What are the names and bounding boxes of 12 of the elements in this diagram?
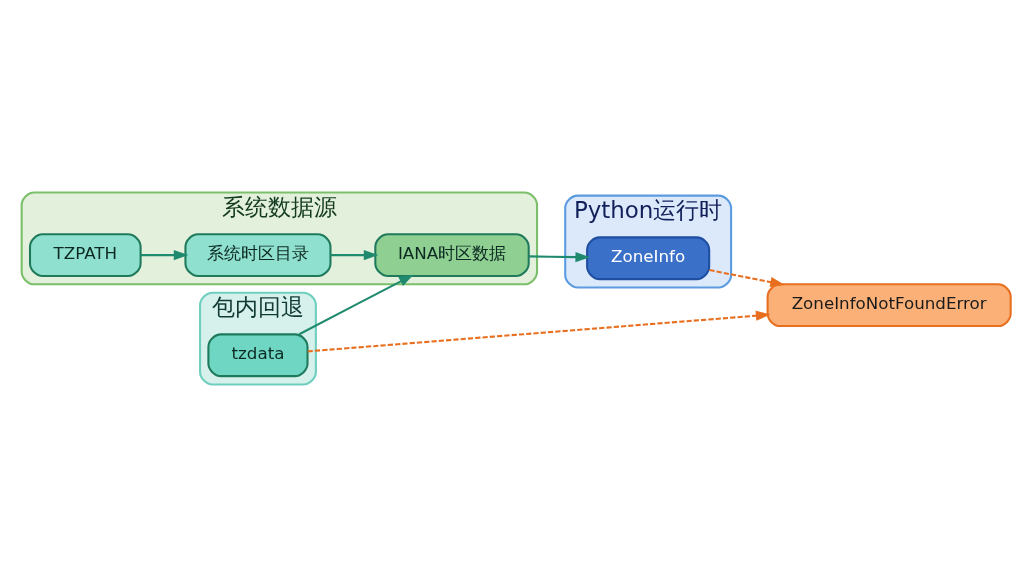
node-box: 系统时区目录 — [184, 232, 332, 277]
arrow — [307, 310, 771, 352]
node-box: IANA时区数据 — [374, 232, 530, 277]
node-box: ZoneInfoNotFoundError — [766, 282, 1012, 327]
arrow — [330, 249, 379, 260]
node-box: TZPATH — [28, 232, 142, 277]
arrow — [709, 268, 785, 287]
node-box: tzdata — [207, 332, 309, 377]
arrow — [528, 251, 591, 262]
arrow — [140, 249, 189, 260]
arrow — [298, 274, 414, 335]
node-box: ZoneInfo — [586, 235, 711, 280]
